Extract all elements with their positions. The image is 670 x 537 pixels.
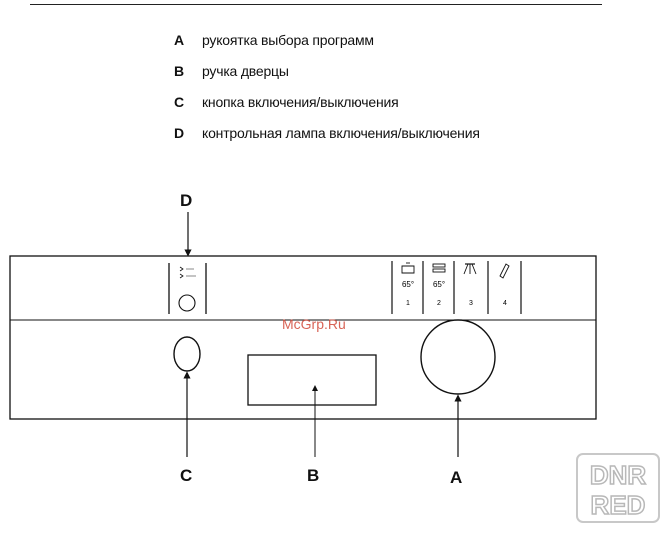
legend-item-a: A рукоятка выбора программ [174,32,614,63]
legend-item-b: B ручка дверцы [174,63,614,94]
legend-text: кнопка включения/выключения [202,94,399,110]
on-off-button [173,336,201,372]
program-number-1: 1 [406,300,410,307]
program-number-3: 3 [469,300,473,307]
legend-letter: B [174,63,185,79]
dishes-icon [432,263,446,273]
watermark-site-label: McGrp.Ru [282,316,346,332]
legend-item-c: C кнопка включения/выключения [174,94,614,125]
legend-letter: C [174,94,185,110]
logo-line-1: DNR [590,460,647,490]
callout-a: A [450,468,463,487]
legend-item-d: D контрольная лампа включения/выключения [174,125,614,156]
program-temp-1: 65° [402,280,414,289]
rinse-shower-icon [463,263,477,275]
indicator-lamp-block [168,263,207,314]
callout-b: B [307,466,320,485]
door-handle [247,354,377,406]
legend-letter: A [174,32,185,48]
legend-text: рукоятка выбора программ [202,32,374,48]
pot-icon [401,262,415,274]
callout-c: C [180,466,193,485]
legend-text: контрольная лампа включения/выключения [202,125,480,141]
logo-line-2: RED [591,490,646,520]
program-number-2: 2 [437,300,441,307]
cold-rinse-icon [499,263,510,279]
legend-text: ручка дверцы [202,63,289,79]
callout-d: D [180,191,193,210]
indicator-lamp [178,294,196,312]
legend-letter: D [174,125,185,141]
program-selector-knob [420,319,496,395]
program-number-4: 4 [503,300,507,307]
top-rule [30,4,602,5]
program-temp-2: 65° [433,280,445,289]
panel-outline [9,255,597,420]
dnr-red-logo: DNR RED [576,453,660,523]
legend: A рукоятка выбора программ B ручка дверц… [174,32,614,156]
program-indicators: 65° 65° 1 2 3 4 [391,261,522,314]
